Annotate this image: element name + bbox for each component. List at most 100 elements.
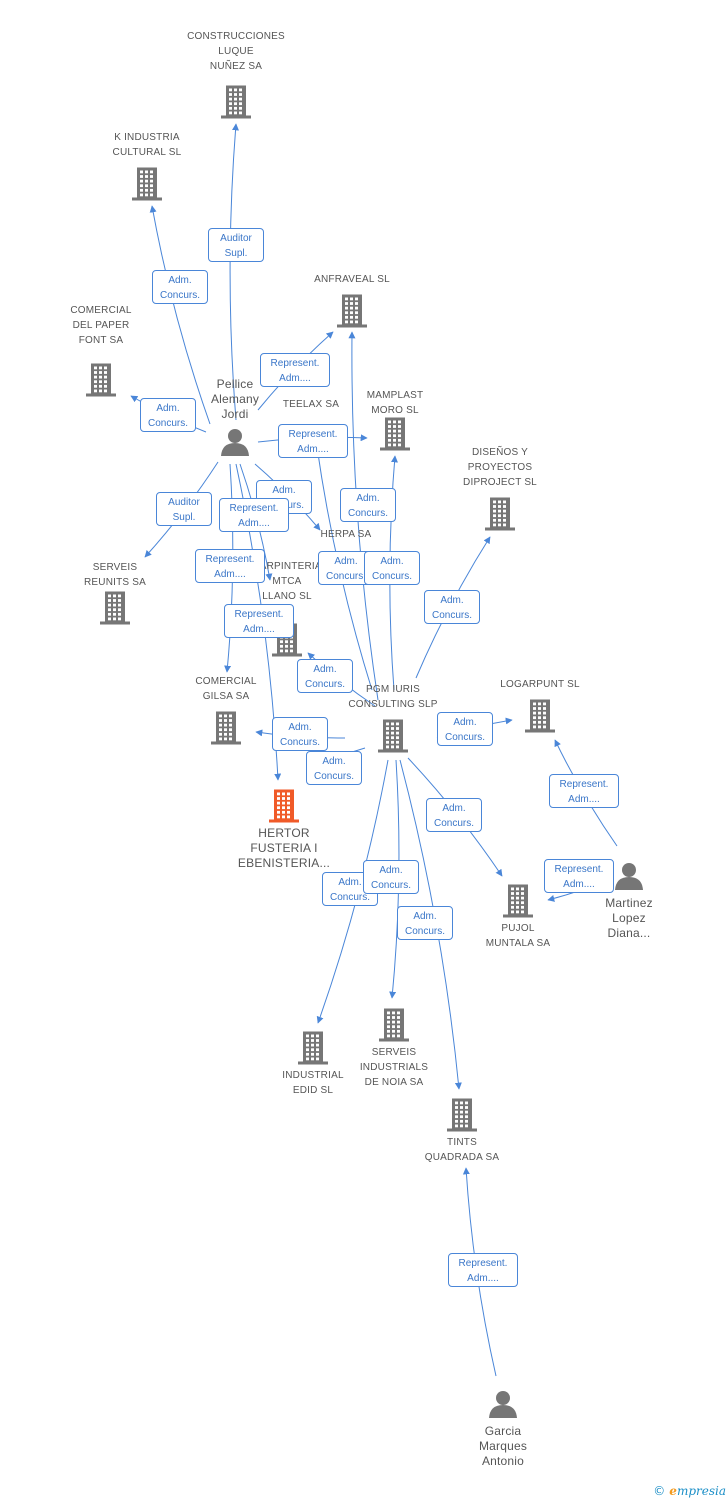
node-label-line: Garcia xyxy=(484,1424,522,1438)
edge-label-pgm-to-pujol[interactable]: Adm.Concurs. xyxy=(426,798,482,832)
edge-label-pgm-to-disenos[interactable]: Adm.Concurs. xyxy=(424,590,480,624)
edge-label-line: Represent. xyxy=(270,358,320,369)
edge-label-pgm-to-hertor[interactable]: Adm.Concurs. xyxy=(306,751,362,785)
node-label-line: DEL PAPER xyxy=(72,320,130,331)
edge-label-line: Represent. xyxy=(234,609,284,620)
node-label-line: HERPA SA xyxy=(320,529,372,540)
node-label-line: DIPROJECT SL xyxy=(463,477,537,488)
edge-label-line: Represent. xyxy=(559,779,609,790)
edge-label-pgm-to-logarpunt[interactable]: Adm.Concurs. xyxy=(437,712,493,746)
building-icon[interactable] xyxy=(380,417,410,451)
node-label-line: LUQUE xyxy=(218,46,254,57)
node-label-line: Jordi xyxy=(221,407,249,421)
edge-label-line: Adm. xyxy=(413,911,437,922)
building-icon[interactable] xyxy=(132,167,162,201)
building-icon[interactable] xyxy=(378,719,408,753)
empresia-watermark[interactable]: ©empresia xyxy=(653,1484,726,1498)
edge-label-pellice-to-kindustria[interactable]: Adm.Concurs. xyxy=(152,270,208,304)
node-label-teelax: TEELAX SA xyxy=(236,397,386,412)
building-icon[interactable] xyxy=(447,1098,477,1132)
target-building-icon[interactable] xyxy=(269,789,299,823)
edge-label-pgm-to-carpinteria[interactable]: Adm.Concurs. xyxy=(297,659,353,693)
edge-label-pgm-to-mamplast[interactable]: Adm.Concurs. xyxy=(364,551,420,585)
node-label-line: FONT SA xyxy=(78,335,124,346)
node-label-line: K INDUSTRIA xyxy=(114,132,180,143)
person-icon[interactable] xyxy=(615,863,643,890)
edge-label-pgm-to-anfraveal[interactable]: Adm.Concurs. xyxy=(340,488,396,522)
node-label-line: Antonio xyxy=(481,1454,525,1468)
node-label-line: MAMPLAST xyxy=(366,390,424,401)
building-icon[interactable] xyxy=(100,591,130,625)
edge-label-line: Adm.... xyxy=(238,518,270,529)
node-label-line: QUADRADA SA xyxy=(424,1152,500,1163)
edge-label-line: Concurs. xyxy=(313,771,354,782)
edge-label-pgm-to-tints[interactable]: Adm.Concurs. xyxy=(397,906,453,940)
edge-label-martinez-to-logarpunt[interactable]: Represent. Adm.... xyxy=(549,774,619,808)
edge-label-pgm-to-comercialgilsa[interactable]: Adm.Concurs. xyxy=(272,717,328,751)
node-label-line: MTCA xyxy=(272,576,302,587)
node-label-line: PGM IURIS xyxy=(365,684,421,695)
node-label-line: CARPINTERIA xyxy=(252,561,322,572)
node-label-line: Lopez xyxy=(612,911,646,925)
person-icon[interactable] xyxy=(221,429,249,456)
person-icon[interactable] xyxy=(489,1391,517,1418)
node-label-line: GILSA SA xyxy=(202,691,250,702)
edge-label-line: Concurs. xyxy=(329,892,370,903)
node-label-line: Alemany xyxy=(210,392,260,406)
brand-initial: e xyxy=(669,1484,677,1498)
edge-label-pellice-to-comercialgilsa[interactable]: Represent.Adm.... xyxy=(195,549,265,583)
edge-label-line: Auditor xyxy=(220,233,252,244)
edge-label-pgm-to-serveisindustrials[interactable]: Adm.Concurs. xyxy=(363,860,419,894)
edge-label-line: Concurs. xyxy=(431,610,472,621)
node-label-line: SERVEIS xyxy=(371,1047,417,1058)
building-icon[interactable] xyxy=(221,85,251,119)
edge-label-line: Adm.... xyxy=(568,794,600,805)
building-icon[interactable] xyxy=(503,884,533,918)
building-icon[interactable] xyxy=(485,497,515,531)
edge-label-line: Concurs. xyxy=(371,571,412,582)
node-label-line: EDID SL xyxy=(292,1085,334,1096)
edge-label-pellice-to-mamplast[interactable]: Represent.Adm.... xyxy=(278,424,348,458)
edge-label-line: Adm. xyxy=(356,493,380,504)
edge-label-garcia-to-tints[interactable]: Represent. Adm.... xyxy=(448,1253,518,1287)
edge-label-pellice-to-comercialpaper[interactable]: Adm.Concurs. xyxy=(140,398,196,432)
edge-label-line: Represent. xyxy=(554,864,604,875)
edge-label-line: Adm.... xyxy=(467,1273,499,1284)
building-icon[interactable] xyxy=(298,1031,328,1065)
edge-label-line: Represent. xyxy=(458,1258,508,1269)
node-label-line: Marques xyxy=(478,1439,528,1453)
building-icon[interactable] xyxy=(211,711,241,745)
edge-label-pellice-to-anfraveal[interactable]: Represent.Adm.... xyxy=(260,353,330,387)
node-label-line: LLANO SL xyxy=(262,591,312,602)
edge-label-line: Adm.... xyxy=(563,879,595,890)
node-label-line: CULTURAL SL xyxy=(112,147,182,158)
node-label-line: CONSULTING SLP xyxy=(348,699,438,710)
building-icon[interactable] xyxy=(86,363,116,397)
node-label-carpinteria: CARPINTERIA MTCA LLANO SL xyxy=(212,559,362,604)
edge-label-martinez-to-pujol[interactable]: Represent. Adm.... xyxy=(544,859,614,893)
edge-label-line: Adm.... xyxy=(214,569,246,580)
edge-label-pellice-to-hertor[interactable]: Represent.Adm.... xyxy=(224,604,294,638)
building-icon[interactable] xyxy=(379,1008,409,1042)
edge-label-pellice-to-carpinteria[interactable]: Represent.Adm.... xyxy=(219,498,289,532)
edge-label-line: Adm. xyxy=(379,865,403,876)
edge-label-line: Adm. xyxy=(288,722,312,733)
edge-label-line: Concurs. xyxy=(433,818,474,829)
node-label-line: FUSTERIA I xyxy=(250,841,318,855)
building-icon[interactable] xyxy=(525,699,555,733)
building-icon[interactable] xyxy=(337,294,367,328)
node-label-line: DE NOIA SA xyxy=(364,1077,424,1088)
